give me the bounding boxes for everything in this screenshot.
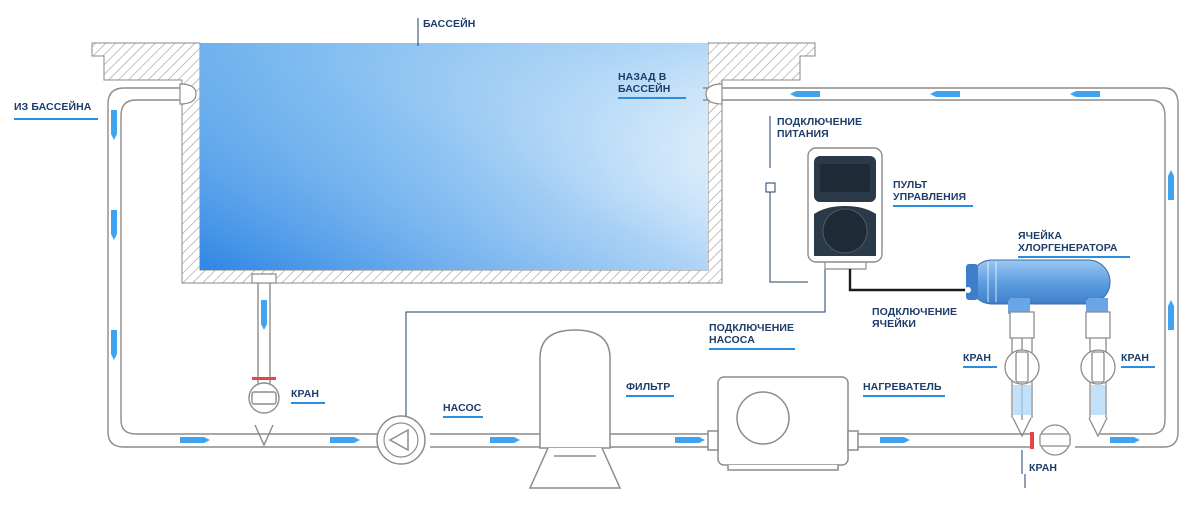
label-control-panel-underline bbox=[893, 205, 973, 207]
cell-pipe-fill bbox=[1013, 385, 1105, 415]
flow-arrow bbox=[880, 437, 910, 443]
label-valve-cell-right: КРАН bbox=[1121, 352, 1150, 364]
label-back-to-pool-underline bbox=[618, 97, 686, 99]
label-from-pool-underline bbox=[14, 118, 98, 120]
label-pool: БАССЕЙН bbox=[423, 18, 476, 30]
label-valve-cell-right-underline bbox=[1121, 366, 1155, 368]
label-valve-cell-left-underline bbox=[963, 366, 997, 368]
flow-arrow bbox=[1070, 91, 1100, 97]
control-panel bbox=[765, 147, 968, 292]
flow-arrow bbox=[111, 210, 117, 240]
label-cell-connection: ПОДКЛЮЧЕНИЕ ЯЧЕЙКИ bbox=[872, 306, 958, 330]
label-pump-connection: ПОДКЛЮЧЕНИЕ НАСОСА bbox=[709, 322, 795, 346]
chlorinator-cell bbox=[965, 259, 1111, 318]
label-valve-bypass: КРАН bbox=[1029, 462, 1058, 474]
label-pump-underline bbox=[443, 416, 483, 418]
label-from-pool: ИЗ БАССЕЙНА bbox=[14, 101, 92, 113]
flow-arrow bbox=[111, 110, 117, 140]
label-pump-connection-underline bbox=[709, 348, 795, 350]
heater bbox=[707, 376, 859, 471]
cell-pipes bbox=[1004, 311, 1116, 456]
label-valve-cell-left: КРАН bbox=[963, 352, 992, 364]
flow-arrow bbox=[1168, 170, 1174, 200]
label-control-panel: ПУЛЬТ УПРАВЛЕНИЯ bbox=[893, 179, 967, 203]
flow-arrow bbox=[790, 91, 820, 97]
pump bbox=[376, 262, 826, 465]
flow-arrow bbox=[261, 300, 267, 330]
leader-ticks bbox=[417, 18, 1026, 488]
pipe-loop bbox=[107, 87, 1179, 448]
flow-arrow bbox=[490, 437, 520, 443]
label-back-to-pool: НАЗАД В БАССЕЙН bbox=[618, 71, 671, 95]
label-pump: НАСОС bbox=[443, 402, 482, 414]
label-valve-left: КРАН bbox=[291, 388, 320, 400]
pool-water bbox=[200, 43, 708, 270]
flow-arrow bbox=[1110, 437, 1140, 443]
label-power: ПОДКЛЮЧЕНИЕ ПИТАНИЯ bbox=[777, 116, 863, 140]
filter bbox=[528, 329, 622, 489]
flow-arrow bbox=[1168, 300, 1174, 330]
label-heater-underline bbox=[863, 395, 945, 397]
flow-arrow bbox=[330, 437, 360, 443]
label-heater: НАГРЕВАТЕЛЬ bbox=[863, 381, 942, 393]
valve-left bbox=[248, 377, 280, 414]
label-filter-underline bbox=[626, 395, 674, 397]
pool-fittings bbox=[179, 83, 723, 284]
flow-arrow bbox=[180, 437, 210, 443]
flow-arrow bbox=[111, 330, 117, 360]
label-cell: ЯЧЕЙКА ХЛОРГЕНЕРАТОРА bbox=[1018, 230, 1118, 254]
flow-arrow bbox=[675, 437, 705, 443]
flow-arrows bbox=[111, 91, 1174, 443]
label-cell-underline bbox=[1018, 256, 1130, 258]
flow-arrow bbox=[930, 91, 960, 97]
label-valve-left-underline bbox=[291, 402, 325, 404]
label-filter: ФИЛЬТР bbox=[626, 381, 671, 393]
